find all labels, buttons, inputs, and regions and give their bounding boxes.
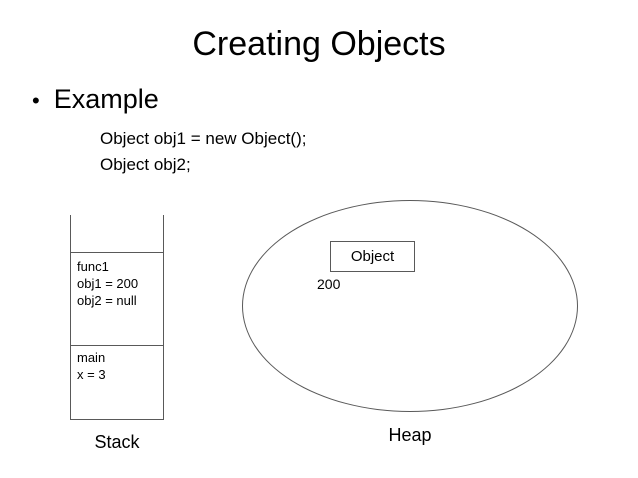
stack-frame-divider: [70, 252, 164, 253]
code-line: Object obj1 = new Object();: [100, 129, 307, 148]
stack-frame-divider: [70, 345, 164, 346]
heap-ellipse: [242, 200, 578, 412]
stack-frame-line: func1: [77, 259, 109, 274]
code-line: Object obj2;: [100, 155, 191, 174]
stack-caption: Stack: [94, 432, 140, 452]
stack-frame-line: main: [77, 350, 106, 365]
stack-frame-line: obj1 = 200: [77, 276, 139, 291]
heap-object-box: Object: [330, 241, 415, 272]
stack-frame-line: x = 3: [77, 367, 106, 382]
code-sample: Object obj1 = new Object(); Object obj2;: [100, 126, 306, 178]
stack-box: [70, 215, 164, 420]
heap-caption: Heap: [388, 425, 432, 445]
stack-frame-main: main x = 3: [77, 349, 106, 383]
bullet-example: • Example: [32, 84, 159, 116]
page-title: Creating Objects: [192, 25, 446, 63]
stack-diagram: func1 obj1 = 200 obj2 = null main x = 3: [70, 215, 164, 420]
stack-frame-line: obj2 = null: [77, 293, 137, 308]
stack-frame-func1: func1 obj1 = 200 obj2 = null: [77, 258, 138, 309]
heap-object-label: Object: [350, 248, 395, 265]
heap-address-label: 200: [317, 276, 341, 292]
bullet-label: Example: [53, 84, 159, 114]
bullet-dot-icon: •: [32, 88, 40, 113]
